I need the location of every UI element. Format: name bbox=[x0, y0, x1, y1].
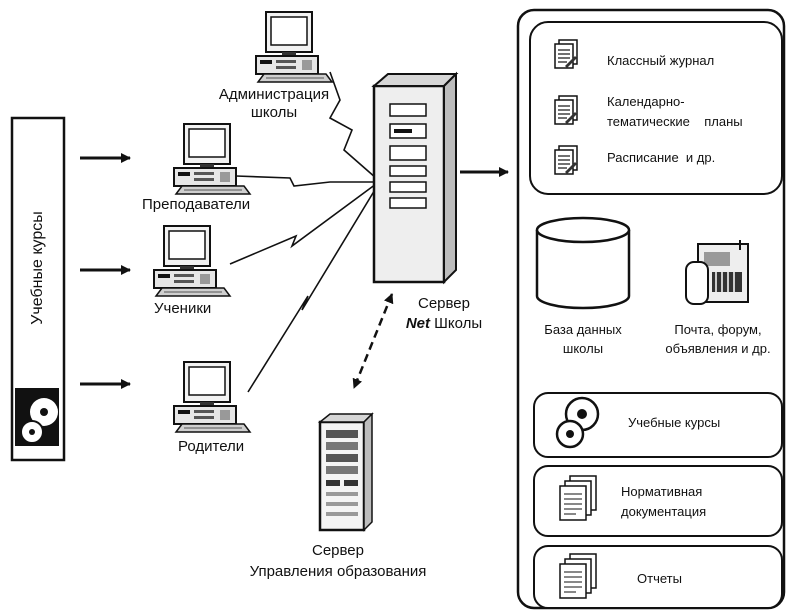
label-teachers: Преподаватели bbox=[142, 196, 251, 213]
plans-document-icon bbox=[554, 95, 578, 125]
label-server-net-line2: Net Школы bbox=[388, 314, 500, 334]
label-courses: Учебные курсы bbox=[628, 415, 721, 430]
net-brand: Net bbox=[405, 315, 430, 332]
label-server-edu-line1: Сервер bbox=[311, 542, 364, 559]
mail-forum-icon bbox=[685, 240, 749, 305]
computer-students bbox=[153, 225, 231, 297]
label-reports: Отчеты bbox=[637, 571, 682, 586]
link-teachers bbox=[235, 175, 376, 187]
doc-item-schedule: Расписание и др. bbox=[607, 150, 716, 165]
label-server-edu: Сервер Управления образования bbox=[205, 540, 471, 582]
computer-teachers bbox=[173, 123, 251, 195]
schedule-document-icon bbox=[554, 145, 578, 175]
normative-stack-icon bbox=[559, 475, 597, 521]
label-server-net-line1: Сервер bbox=[417, 295, 470, 312]
cd-disc-icon bbox=[15, 388, 59, 446]
doc-item-journal: Классный журнал bbox=[607, 53, 715, 68]
label-students: Ученики bbox=[154, 300, 212, 317]
doc-item-plans: Календарно- тематические планы bbox=[607, 94, 743, 129]
link-admin bbox=[328, 71, 377, 179]
left-panel-label: Учебные курсы bbox=[29, 211, 46, 325]
label-admin: Администрация школы bbox=[218, 86, 330, 121]
label-server-net-school: Школы bbox=[434, 315, 483, 332]
label-server-edu-line2: Управления образования bbox=[249, 563, 427, 580]
link-students bbox=[229, 183, 377, 265]
label-parents: Родители bbox=[178, 438, 245, 455]
server-education-office bbox=[317, 412, 374, 532]
link-server-to-edu bbox=[352, 293, 394, 389]
journal-document-icon bbox=[554, 39, 578, 69]
database-icon bbox=[535, 216, 631, 310]
label-mail: Почта, форум, объявления и др. bbox=[665, 322, 771, 356]
link-parents bbox=[247, 187, 377, 393]
label-normative: Нормативная документация bbox=[621, 484, 707, 519]
label-database: База данных школы bbox=[544, 322, 622, 356]
computer-admin bbox=[255, 11, 333, 83]
server-net-school bbox=[371, 71, 459, 285]
courses-cd-icon bbox=[555, 396, 600, 449]
computer-parents bbox=[173, 361, 251, 433]
label-server-net: Сервер Net Школы bbox=[388, 294, 500, 334]
reports-stack-icon bbox=[559, 553, 597, 599]
documents-group bbox=[529, 21, 783, 195]
